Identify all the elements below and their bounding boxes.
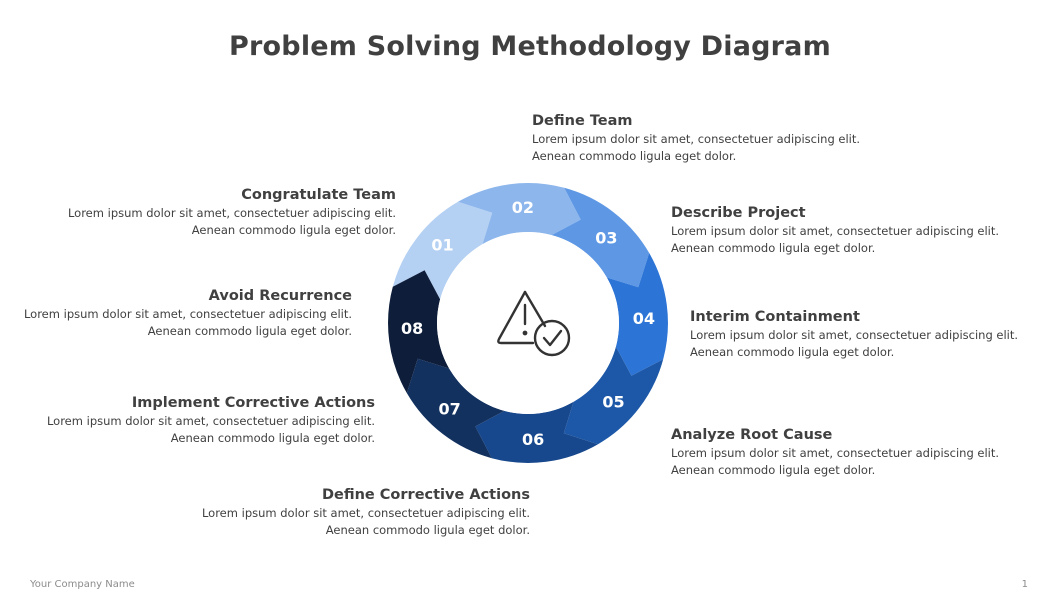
step-description-line: Lorem ipsum dolor sit amet, consectetuer… <box>46 414 375 428</box>
warning-check-icon <box>497 290 571 357</box>
step-description-line: Aenean commodo ligula eget dolor. <box>147 324 352 338</box>
step-title: Congratulate Team <box>241 187 396 203</box>
step-title: Interim Containment <box>690 309 860 325</box>
step-interim-containment: Interim Containment Lorem ipsum dolor si… <box>690 308 1060 360</box>
page-number: 1 <box>1021 579 1028 590</box>
segment-number-01: 01 <box>431 236 453 255</box>
step-description-line: Lorem ipsum dolor sit amet, consectetuer… <box>690 328 1019 342</box>
step-title: Implement Corrective Actions <box>131 395 375 411</box>
step-description-line: Lorem ipsum dolor sit amet, consectetuer… <box>67 206 396 220</box>
step-description-line: Aenean commodo ligula eget dolor. <box>325 523 530 537</box>
segment-number-06: 06 <box>522 430 544 449</box>
step-title: Define Team <box>532 113 633 129</box>
step-description-line: Lorem ipsum dolor sit amet, consectetuer… <box>23 307 352 321</box>
step-description-line: Aenean commodo ligula eget dolor. <box>191 223 396 237</box>
cycle-segment-02 <box>458 183 581 245</box>
cycle-segment-05 <box>563 346 664 445</box>
step-analyze-root-cause: Analyze Root Cause Lorem ipsum dolor sit… <box>671 426 1060 478</box>
step-description-line: Aenean commodo ligula eget dolor. <box>671 241 876 255</box>
step-description-line: Lorem ipsum dolor sit amet, consectetuer… <box>201 506 530 520</box>
step-description-line: Lorem ipsum dolor sit amet, consectetuer… <box>671 446 1000 460</box>
step-description-line: Aenean commodo ligula eget dolor. <box>532 149 737 163</box>
step-title: Describe Project <box>671 205 806 221</box>
step-describe-project: Describe Project Lorem ipsum dolor sit a… <box>671 204 1060 256</box>
cycle-segment-01 <box>392 201 493 300</box>
cycle-segment-04 <box>606 253 668 376</box>
step-description-line: Lorem ipsum dolor sit amet, consectetuer… <box>532 132 861 146</box>
segment-number-04: 04 <box>633 309 655 328</box>
segment-number-02: 02 <box>512 198 534 217</box>
segment-number-08: 08 <box>401 319 423 338</box>
step-description-line: Aenean commodo ligula eget dolor. <box>170 431 375 445</box>
cycle-segment-07 <box>406 358 505 459</box>
step-define-team: Define Team Lorem ipsum dolor sit amet, … <box>532 112 932 164</box>
step-avoid-recurrence: Avoid Recurrence Lorem ipsum dolor sit a… <box>0 287 352 339</box>
step-define-corrective-actions: Define Corrective Actions Lorem ipsum do… <box>130 486 530 538</box>
segment-number-07: 07 <box>438 400 460 419</box>
page-title: Problem Solving Methodology Diagram <box>229 31 831 62</box>
step-description-line: Aenean commodo ligula eget dolor. <box>671 463 876 477</box>
cycle-segment-03 <box>551 187 650 288</box>
cycle-segment-08 <box>388 270 450 393</box>
segment-number-05: 05 <box>602 392 624 411</box>
step-implement-corrective-actions: Implement Corrective Actions Lorem ipsum… <box>0 394 375 446</box>
step-description-line: Aenean commodo ligula eget dolor. <box>690 345 895 359</box>
step-description-line: Lorem ipsum dolor sit amet, consectetuer… <box>671 224 1000 238</box>
step-title: Analyze Root Cause <box>671 427 833 443</box>
step-title: Avoid Recurrence <box>208 288 352 304</box>
step-title: Define Corrective Actions <box>321 487 530 503</box>
step-congratulate-team: Congratulate Team Lorem ipsum dolor sit … <box>0 186 396 238</box>
segment-number-03: 03 <box>595 229 617 248</box>
footer-company: Your Company Name <box>30 579 135 590</box>
cycle-segment-06 <box>475 401 598 463</box>
